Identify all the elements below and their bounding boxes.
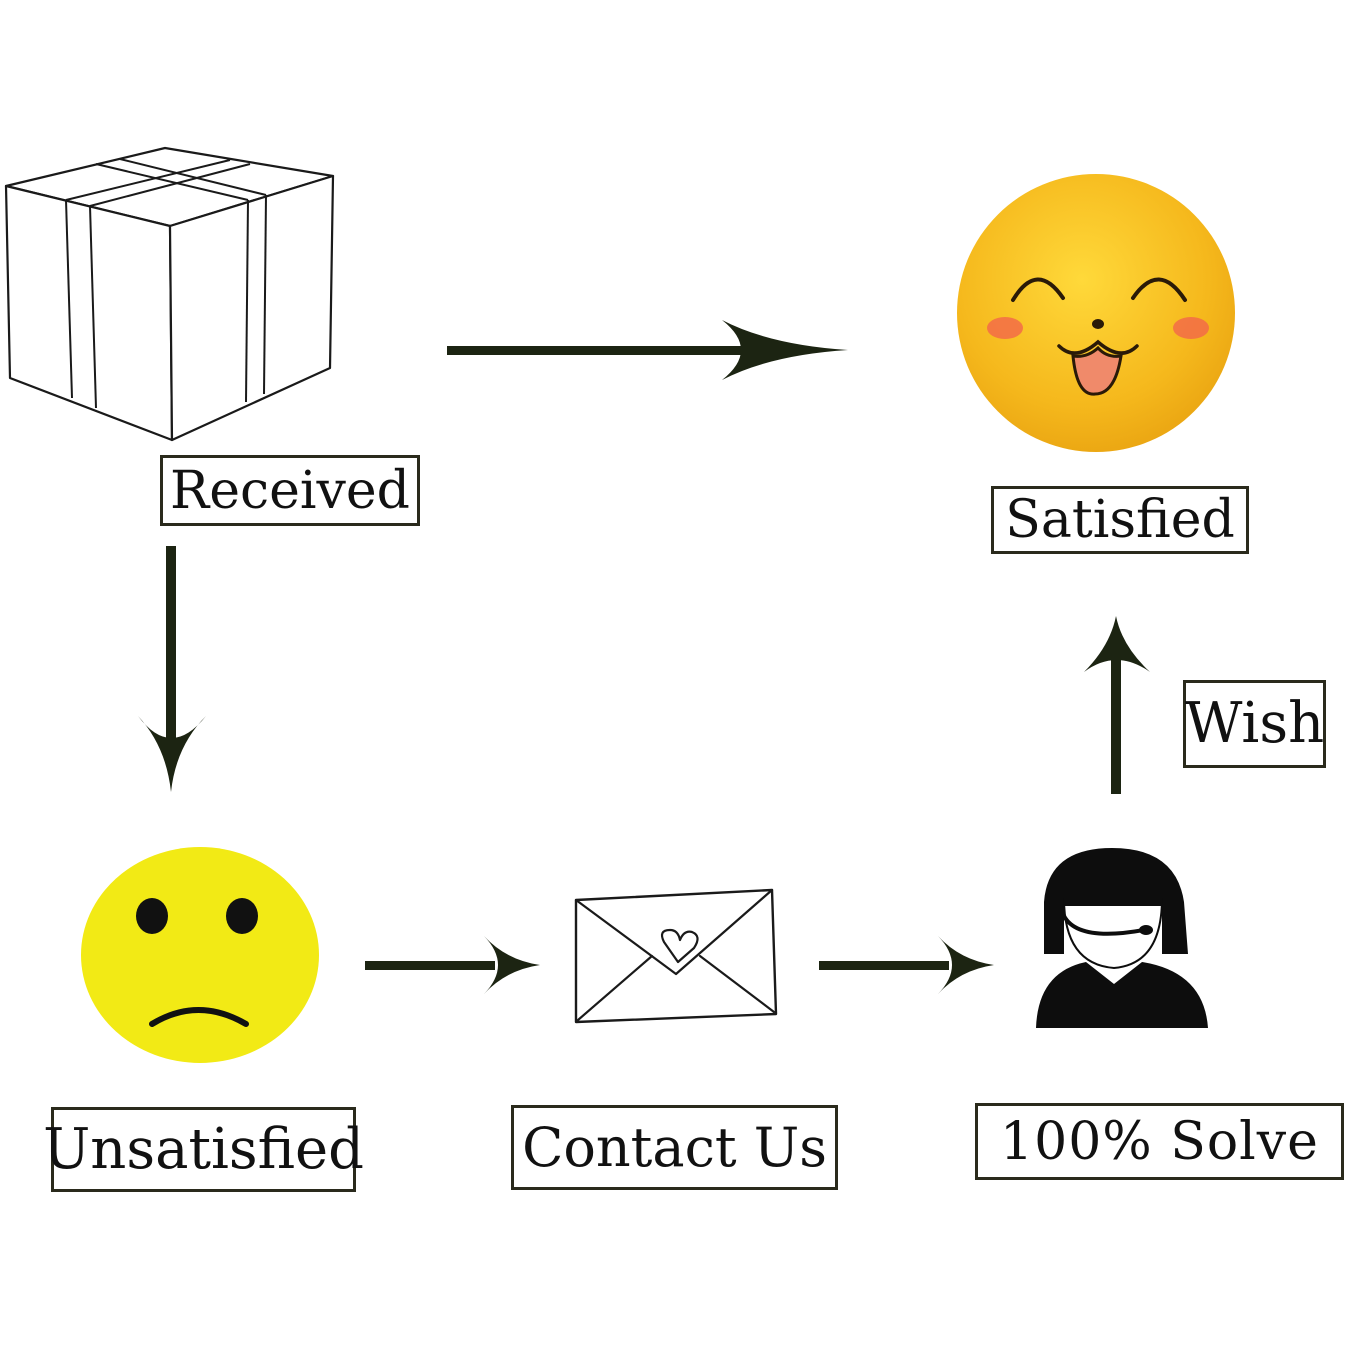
node-label-satisfied: Satisfied <box>991 486 1249 554</box>
arrow-received-to-satisfied <box>447 320 848 380</box>
arrow-unsatisfied-to-contact <box>365 936 540 994</box>
node-label-contact-us: Contact Us <box>511 1105 838 1190</box>
received-text: Received <box>170 460 410 521</box>
node-label-unsatisfied: Unsatisfied <box>43 1107 364 1192</box>
edge-label-wish: Wish <box>1183 680 1326 768</box>
wish-text: Wish <box>1184 691 1325 756</box>
satisfied-text: Satisfied <box>1005 490 1235 550</box>
envelope-heart-icon <box>574 888 778 1024</box>
happy-face-icon <box>957 174 1235 452</box>
contact-us-text: Contact Us <box>522 1115 827 1179</box>
arrow-contact-to-solve <box>819 936 994 994</box>
solve-text: 100% Solve <box>1000 1111 1319 1172</box>
package-box-icon <box>4 146 335 442</box>
support-agent-headset-icon <box>1036 848 1208 1028</box>
arrow-solve-to-satisfied <box>1084 616 1150 794</box>
arrow-received-to-unsatisfied <box>138 546 206 792</box>
node-label-received: Received <box>160 455 420 526</box>
unsatisfied-text: Unsatisfied <box>43 1116 364 1182</box>
node-label-solve: 100% Solve <box>975 1103 1344 1180</box>
sad-face-icon <box>81 847 319 1063</box>
